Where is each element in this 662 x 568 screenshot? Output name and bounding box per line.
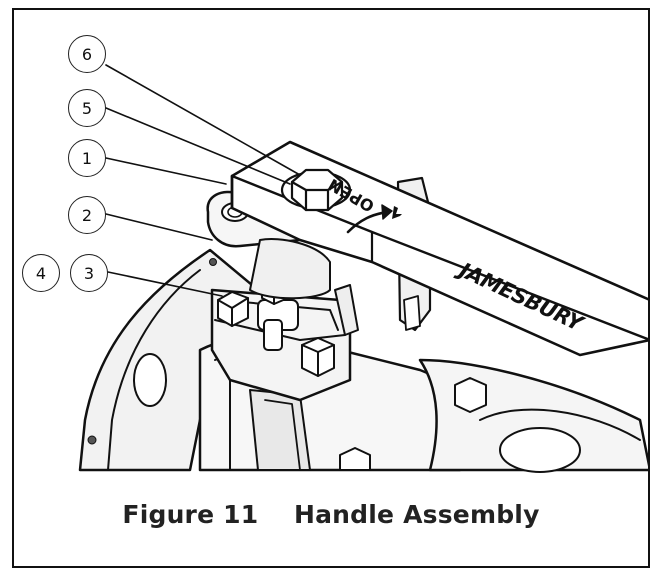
callout-5: 5 <box>68 89 106 127</box>
callout-3: 3 <box>70 254 108 292</box>
handle-bolt <box>280 168 352 212</box>
stem-post <box>334 284 359 336</box>
leader-lines <box>105 64 301 297</box>
handle-assembly-drawing <box>78 64 648 473</box>
figure-label: Figure 11 <box>122 500 259 529</box>
callout-1: 1 <box>68 139 106 177</box>
figure-caption: Figure 11 Handle Assembly <box>0 500 662 529</box>
right-flange <box>339 358 648 473</box>
callout-2: 2 <box>68 196 106 234</box>
callout-4: 4 <box>22 254 60 292</box>
callout-6: 6 <box>68 35 106 73</box>
figure-title: Handle Assembly <box>293 500 540 529</box>
